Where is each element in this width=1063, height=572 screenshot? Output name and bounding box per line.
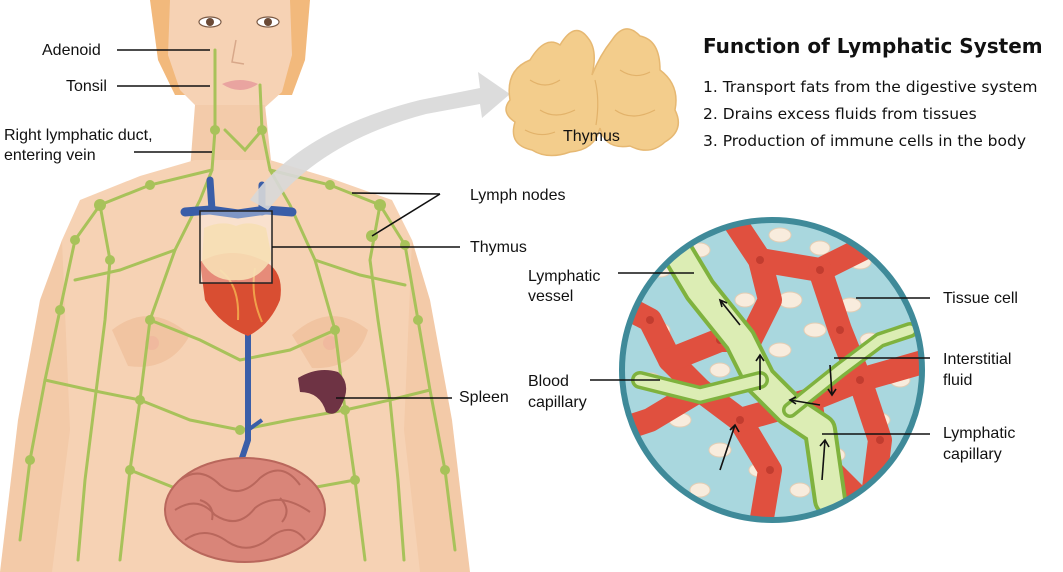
label-right-lymphatic-duct-line2: entering vein bbox=[4, 147, 96, 164]
thymus-detail-illustration bbox=[505, 28, 680, 157]
tissue-detail-illustration bbox=[619, 217, 925, 523]
function-item-3: 3. Production of immune cells in the bod… bbox=[703, 132, 1027, 150]
leader-lines bbox=[117, 49, 930, 435]
function-item-2: 2. Drains excess fluids from tissues bbox=[703, 105, 977, 123]
zoom-arrow bbox=[250, 72, 510, 210]
label-lymph-nodes: Lymph nodes bbox=[470, 187, 566, 204]
functions-title: Function of Lymphatic System bbox=[703, 34, 1043, 58]
label-adenoid: Adenoid bbox=[42, 42, 101, 59]
label-interstitial-fluid-line1: Interstitial bbox=[943, 351, 1012, 368]
label-lymphatic-vessel-line2: vessel bbox=[528, 288, 574, 305]
label-lymphatic-capillary-line2: capillary bbox=[943, 446, 1002, 463]
label-tissue-cell: Tissue cell bbox=[943, 290, 1018, 307]
label-tonsil: Tonsil bbox=[66, 78, 107, 95]
label-blood-capillary-line1: Blood bbox=[528, 373, 569, 390]
label-thymus-detail: Thymus bbox=[563, 128, 620, 145]
function-item-1: 1. Transport fats from the digestive sys… bbox=[703, 78, 1038, 96]
label-spleen: Spleen bbox=[459, 389, 509, 406]
label-lymphatic-capillary-line1: Lymphatic bbox=[943, 425, 1016, 442]
label-lymphatic-vessel-line1: Lymphatic bbox=[528, 268, 601, 285]
label-interstitial-fluid-line2: fluid bbox=[943, 372, 973, 389]
label-thymus: Thymus bbox=[470, 239, 527, 256]
body-illustration bbox=[0, 0, 470, 572]
label-blood-capillary-line2: capillary bbox=[528, 394, 587, 411]
label-right-lymphatic-duct-line1: Right lymphatic duct, bbox=[4, 127, 153, 144]
